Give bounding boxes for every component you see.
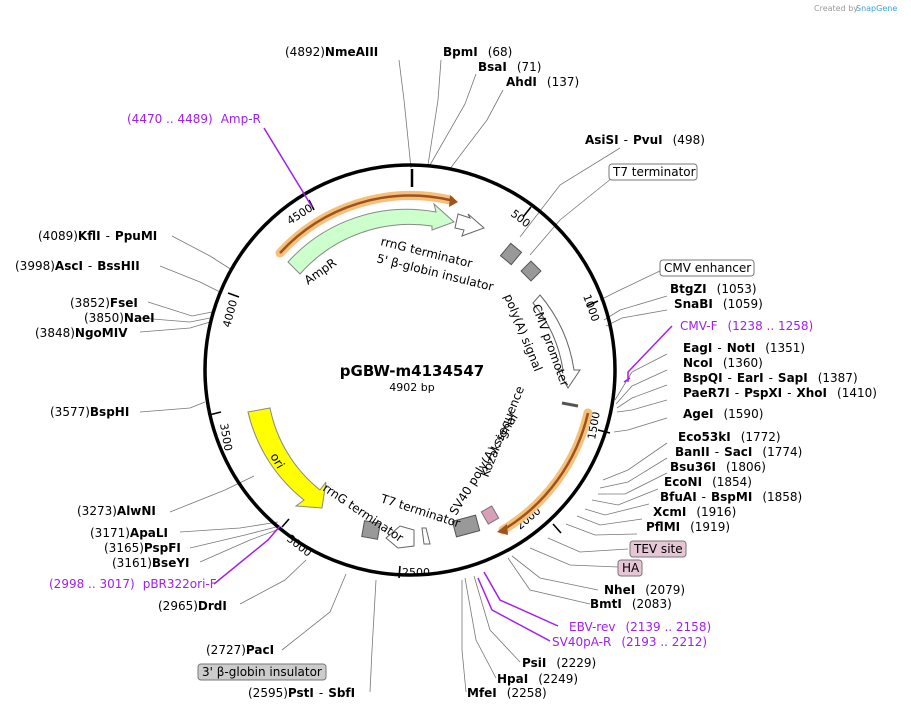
site-label-xcmi[interactable]: XcmI(1916)	[653, 505, 736, 519]
ampr-arrow	[287, 202, 455, 275]
site-label-ahdi[interactable]: AhdI(137)	[506, 75, 579, 89]
site-label-paer7i[interactable]: PaeR7I-PspXI-XhoI(1410)	[683, 386, 877, 400]
orange-feature-top	[279, 194, 451, 254]
globin-insulator-bottom-box	[361, 520, 381, 540]
primer-cmv-f[interactable]: CMV-F(1238 .. 1258)	[680, 319, 813, 333]
site-label-fsei[interactable]: (3852)FseI	[70, 296, 138, 310]
callout-tev-site[interactable]: TEV site	[629, 540, 687, 558]
callout-cmv-enhancer[interactable]: CMV enhancer	[659, 259, 755, 277]
site-label-bfuai[interactable]: BfuAI-BspMI(1858)	[660, 490, 802, 504]
rrng-terminator-bottom-arrow	[385, 525, 415, 549]
callout-globin-insulator-bottom[interactable]: 3' β-globin insulator	[197, 663, 327, 681]
site-label-kfli[interactable]: (4089)KflI-PpuMI	[38, 229, 157, 243]
svg-text:3' β-globin insulator: 3' β-globin insulator	[202, 665, 322, 679]
site-label-bsphi[interactable]: (3577)BspHI	[50, 405, 129, 419]
site-label-asci[interactable]: (3998)AscI-BssHII	[15, 259, 140, 273]
site-label-bspqi[interactable]: BspQI-EarI-SapI(1387)	[683, 371, 858, 385]
ori-arrow	[247, 407, 327, 509]
site-label-psii[interactable]: PsiI(2229)	[522, 656, 596, 670]
site-label-alwni[interactable]: (3273)AlwNI	[77, 504, 156, 518]
site-label-eco53ki[interactable]: Eco53kI(1772)	[678, 430, 781, 444]
sv40-polya-box	[451, 514, 481, 538]
primer-lines	[213, 127, 673, 642]
site-label-drdi[interactable]: (2965)DrdI	[158, 599, 227, 613]
site-label-btgzi[interactable]: BtgZI(1053)	[670, 282, 757, 296]
site-label-pspfi[interactable]: (3165)PspFI	[104, 541, 181, 555]
primer-amp-r[interactable]: (4470 .. 4489)Amp-R	[127, 112, 261, 126]
site-label-asisi[interactable]: AsiSI-PvuI(498)	[585, 133, 705, 147]
site-label-bsu36i[interactable]: Bsu36I(1806)	[670, 460, 766, 474]
site-label-mfei[interactable]: MfeI(2258)	[467, 686, 547, 700]
tick-label-4000: 4000	[220, 298, 240, 328]
site-label-bmti[interactable]: BmtI(2083)	[590, 597, 672, 611]
callout-t7-terminator[interactable]: T7 terminator	[608, 163, 698, 181]
plasmid-name: pGBW-m4134547	[340, 362, 484, 380]
kozak-marker	[561, 401, 579, 408]
orange-feature-bottom-glow	[498, 408, 593, 535]
feature-ori: ori	[267, 451, 287, 472]
scale-ticks	[208, 199, 611, 579]
site-label-eagi[interactable]: EagI-NotI(1351)	[683, 341, 805, 355]
tick-label-2500: 2500	[402, 566, 430, 579]
site-label-econi[interactable]: EcoNI(1854)	[664, 475, 752, 489]
cmv-enhancer-box	[520, 260, 542, 282]
site-label-nhei[interactable]: NheI(2079)	[604, 583, 685, 597]
orange-feature-top-arrowhead	[449, 195, 458, 207]
site-label-ncoi[interactable]: NcoI(1360)	[683, 356, 763, 370]
site-label-agei[interactable]: AgeI(1590)	[683, 407, 763, 421]
plasmid-length: 4902 bp	[389, 381, 434, 394]
callout-ha[interactable]: HA	[617, 559, 643, 577]
restriction-site-labels: (4892)NmeAIII BpmI(68)BsaI(71)AhdI(137) As…	[15, 45, 877, 700]
primer-ebv-rev[interactable]: EBV-rev(2139 .. 2158)	[569, 620, 711, 634]
site-label-ngomiv[interactable]: (3848)NgoMIV	[35, 326, 128, 340]
site-label-bpmi[interactable]: BpmI(68)	[443, 45, 512, 59]
site-label-nmeaiii[interactable]: (4892)NmeAIII	[285, 45, 378, 59]
orange-feature-bottom	[502, 412, 590, 532]
site-label-paci[interactable]: (2727)PacI	[206, 643, 274, 657]
site-label-naei[interactable]: (3850)NaeI	[84, 311, 155, 325]
feature-sv40-polya: SV40 poly(A) signal	[447, 411, 521, 518]
orange-feature-bottom-arrowhead	[497, 524, 508, 535]
svg-text:HA: HA	[622, 561, 640, 575]
site-label-pflmi[interactable]: PflMI(1919)	[646, 520, 730, 534]
svg-text:TEV site: TEV site	[633, 542, 683, 556]
credit-snapgene: SnapGene	[856, 4, 897, 13]
primer-sv40pa-r[interactable]: SV40pA-R(2193 .. 2212)	[552, 635, 707, 649]
svg-text:T7 terminator: T7 terminator	[612, 165, 696, 179]
tick-label-1000: 1000	[580, 293, 602, 324]
site-label-banii[interactable]: BanII-SacI(1774)	[675, 445, 802, 459]
leader-lines	[139, 59, 668, 693]
tick-label-3500: 3500	[217, 422, 235, 452]
site-label-apali[interactable]: (3171)ApaLI	[90, 526, 168, 540]
credit-created-by: Created by	[814, 4, 858, 13]
site-label-bsai[interactable]: BsaI(71)	[478, 60, 542, 74]
cmv-promoter-arrow	[532, 294, 581, 389]
site-label-snabi[interactable]: SnaBI(1059)	[674, 297, 763, 311]
tick-label-3000: 3000	[284, 532, 314, 559]
primer-pbr322ori-f[interactable]: (2998 .. 3017)pBR322ori-F	[49, 577, 217, 591]
site-label-psti[interactable]: (2595)PstI-SbfI	[248, 686, 355, 700]
tev-site-box	[480, 505, 500, 525]
rrng-terminator-arrow-top	[454, 213, 485, 237]
svg-text:CMV enhancer: CMV enhancer	[664, 261, 751, 275]
plasmid-backbone	[203, 163, 617, 577]
t7-terminator-bottom-arrow	[421, 527, 431, 545]
t7-terminator-box	[499, 242, 523, 266]
site-label-hpai[interactable]: HpaI(2249)	[497, 672, 578, 686]
site-label-bseyi[interactable]: (3161)BseYI	[112, 556, 190, 570]
